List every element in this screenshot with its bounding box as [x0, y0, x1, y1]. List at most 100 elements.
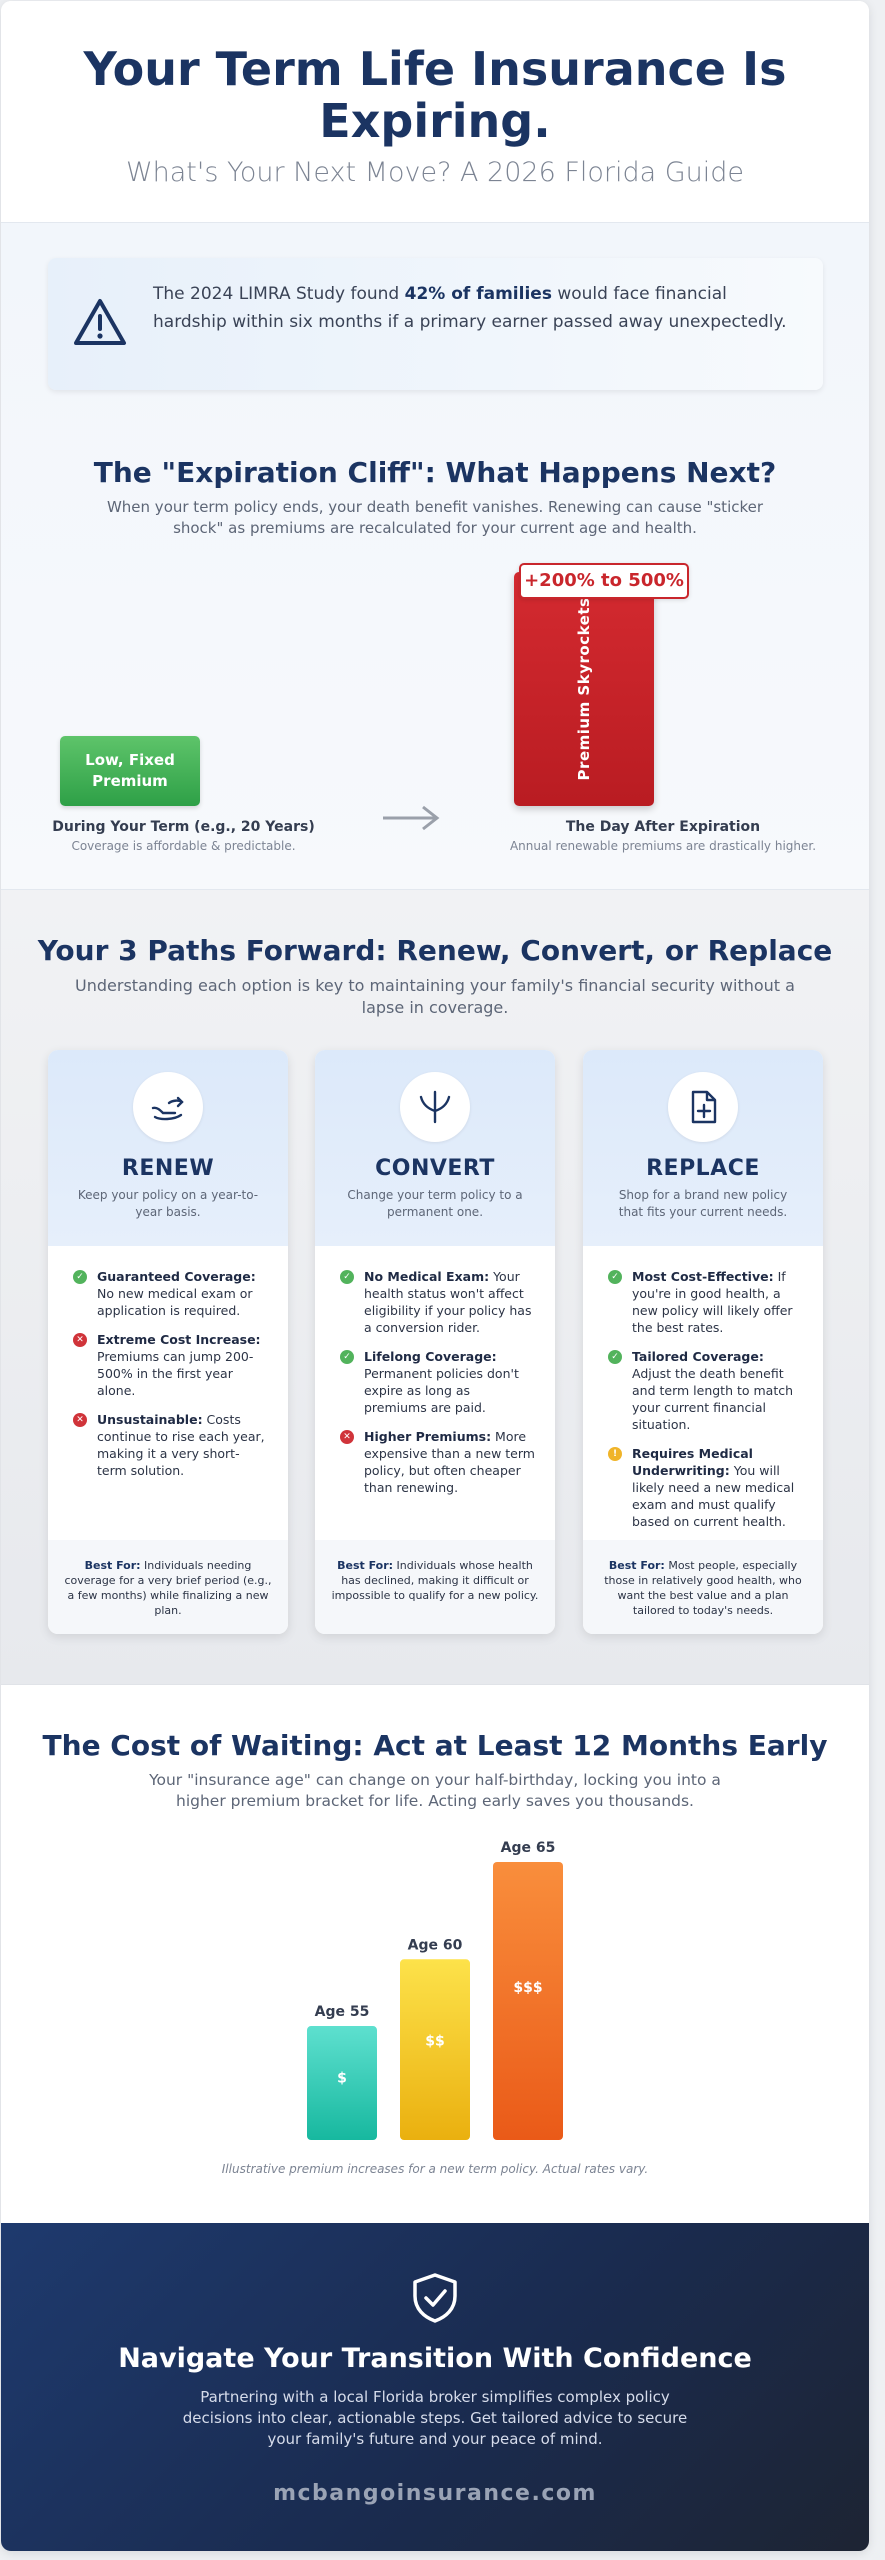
feature-label: Requires Medical Underwriting:: [632, 1446, 753, 1478]
check-icon: ✓: [608, 1350, 622, 1364]
page-title: Your Term Life Insurance Is Expiring.: [83, 42, 787, 148]
bar-value-label: $$$: [513, 1980, 542, 1996]
x-icon: ✕: [340, 1430, 354, 1444]
during-term-title: During Your Term (e.g., 20 Years): [52, 819, 315, 835]
bar-category-label: Age 55: [315, 2004, 370, 2020]
check-icon: ✓: [73, 1270, 87, 1284]
feature-item: ! Requires Medical Underwriting: You will…: [605, 1445, 803, 1530]
waiting-subtitle: Your "insurance age" can change on your …: [149, 1771, 721, 1810]
expiration-cliff-section: The 2024 LIMRA Study found 42% of famili…: [1, 223, 869, 890]
x-icon: ✕: [73, 1333, 87, 1347]
best-for-box: Best For: Individuals needing coverage f…: [48, 1540, 288, 1634]
cliff-title: The "Expiration Cliff": What Happens Nex…: [93, 456, 777, 489]
feature-item: ✕Higher Premiums: More expensive than a …: [337, 1428, 535, 1496]
chart-footnote: Illustrative premium increases for a new…: [221, 2162, 649, 2176]
cta-title: Navigate Your Transition With Confidence: [118, 2343, 752, 2374]
best-for-label: Best For:: [608, 1559, 665, 1572]
during-term-caption: During Your Term (e.g., 20 Years) Covera…: [41, 819, 326, 853]
bar-value-label: $$: [425, 2034, 444, 2050]
best-for-label: Best For:: [84, 1559, 141, 1572]
age-premium-chart: Age 55$Age 60$$Age 65$$$: [307, 1840, 563, 2140]
low-premium-bar: Low, Fixed Premium: [60, 736, 200, 806]
best-for-text: Individuals whose health has declined, m…: [331, 1559, 539, 1602]
paths-title: Your 3 Paths Forward: Renew, Convert, or…: [37, 934, 833, 967]
feature-label: Tailored Coverage:: [632, 1349, 764, 1364]
right-arrow-icon: [383, 805, 440, 831]
card-title: REPLACE: [646, 1156, 760, 1181]
feature-text: Costs continue to rise each year, making…: [97, 1412, 265, 1478]
feature-item: ✕ Unsustainable: Costs continue to rise e…: [70, 1411, 268, 1479]
chart-bar: [493, 1862, 563, 2140]
cliff-subtitle: When your term policy ends, your death b…: [106, 498, 764, 537]
high-premium-label: Premium Skyrockets: [575, 597, 593, 781]
bar-category-label: Age 65: [501, 1840, 556, 1856]
card-features: ✓ No Medical Exam: Your health status won…: [315, 1246, 555, 1496]
high-premium-bar: Premium Skyrockets: [514, 572, 654, 806]
x-icon: ✕: [73, 1413, 87, 1427]
card-header: CONVERT Change your term policy to a per…: [315, 1050, 555, 1246]
best-for-box: Best For: Most people, especially those …: [583, 1540, 823, 1634]
feature-label: Lifelong Coverage:: [364, 1349, 497, 1364]
bar-value-label: $: [337, 2070, 347, 2086]
feature-label: Extreme Cost Increase:: [97, 1332, 261, 1347]
card-title: CONVERT: [375, 1156, 495, 1181]
after-expiration-title: The Day After Expiration: [565, 819, 761, 835]
feature-item: ✓Tailored Coverage: Adjust the death ben…: [605, 1348, 803, 1433]
renew-card: RENEW Keep your policy on a year-to-year…: [48, 1050, 288, 1634]
feature-text: Permanent policies don't expire as long …: [364, 1366, 519, 1415]
alert-text-before: The 2024 LIMRA Study found: [153, 284, 405, 304]
card-desc: Change your term policy to a permanent o…: [347, 1188, 523, 1219]
cliff-heading: The "Expiration Cliff": What Happens Nex…: [1, 456, 869, 539]
card-icon-circle: [400, 1072, 470, 1142]
feature-item: ✓Guaranteed Coverage: No new medical exa…: [70, 1268, 268, 1319]
alert-text: The 2024 LIMRA Study found 42% of famili…: [153, 280, 793, 336]
document-plus-icon: [691, 1090, 717, 1124]
feature-text: Premiums can jump 200-500% in the first …: [97, 1349, 254, 1398]
waiting-heading: The Cost of Waiting: Act at Least 12 Mon…: [1, 1729, 869, 1812]
card-header: RENEW Keep your policy on a year-to-year…: [48, 1050, 288, 1246]
paths-section: Your 3 Paths Forward: Renew, Convert, or…: [1, 890, 869, 1685]
feature-text: If you're in good health, a new policy w…: [632, 1269, 793, 1335]
card-header: REPLACE Shop for a brand new policy that…: [583, 1050, 823, 1246]
card-title: RENEW: [121, 1156, 215, 1181]
check-icon: ✓: [340, 1350, 354, 1364]
increase-badge: +200% to 500%: [519, 563, 689, 599]
feature-label: No Medical Exam:: [364, 1269, 490, 1284]
feature-item: ✕ Extreme Cost Increase: Premiums can jum…: [70, 1331, 268, 1399]
page-subtitle: What's Your Next Move? A 2026 Florida Gu…: [125, 157, 745, 188]
waiting-title: The Cost of Waiting: Act at Least 12 Mon…: [42, 1729, 828, 1762]
alert-text-after: would face financial hardship within six…: [153, 284, 787, 332]
paths-heading: Your 3 Paths Forward: Renew, Convert, or…: [1, 934, 869, 1019]
card-icon-circle: [668, 1072, 738, 1142]
feature-text: You will likely need a new medical exam …: [632, 1463, 795, 1529]
paths-subtitle: Understanding each option is key to main…: [75, 976, 795, 1017]
best-for-box: Best For: Individuals whose health has d…: [315, 1540, 555, 1634]
cta-section: Navigate Your Transition With Confidence…: [1, 2223, 869, 2551]
best-for-text: Most people, especially those in relativ…: [604, 1559, 802, 1617]
shield-check-icon: [413, 2273, 457, 2323]
warning-triangle-icon: [74, 299, 126, 345]
feature-text: Your health status won't affect eligibil…: [364, 1269, 532, 1335]
feature-label: Higher Premiums:: [364, 1429, 492, 1444]
feature-item: ✓No Medical Exam: Your health status won…: [337, 1268, 535, 1336]
split-arrow-convert-icon: [419, 1090, 451, 1124]
after-expiration-desc: Annual renewable premiums are drasticall…: [509, 839, 817, 853]
chart-bar: [400, 1959, 470, 2140]
cost-of-waiting-section: The Cost of Waiting: Act at Least 12 Mon…: [1, 1685, 869, 2225]
chart-bar: [307, 2026, 377, 2140]
limra-alert-box: The 2024 LIMRA Study found 42% of famili…: [48, 258, 823, 390]
best-for-text: Individuals needing coverage for a very …: [64, 1559, 272, 1617]
infographic-page: Your Term Life Insurance Is Expiring. Wh…: [1, 1, 869, 2551]
card-icon-circle: [133, 1072, 203, 1142]
website-link[interactable]: mcbangoinsurance.com: [273, 2481, 597, 2506]
header: Your Term Life Insurance Is Expiring. Wh…: [1, 1, 869, 223]
card-desc: Keep your policy on a year-to-year basis…: [77, 1188, 259, 1219]
hand-renew-icon: [151, 1096, 184, 1121]
warning-icon: !: [608, 1447, 622, 1461]
best-for-label: Best For:: [337, 1559, 394, 1572]
feature-item: ✓Most Cost-Effective: If you're in good …: [605, 1268, 803, 1336]
card-features: ✓Guaranteed Coverage: No new medical exa…: [48, 1246, 288, 1479]
feature-label: Most Cost-Effective:: [632, 1269, 774, 1284]
convert-card: CONVERT Change your term policy to a per…: [315, 1050, 555, 1634]
feature-label: Unsustainable:: [97, 1412, 203, 1427]
